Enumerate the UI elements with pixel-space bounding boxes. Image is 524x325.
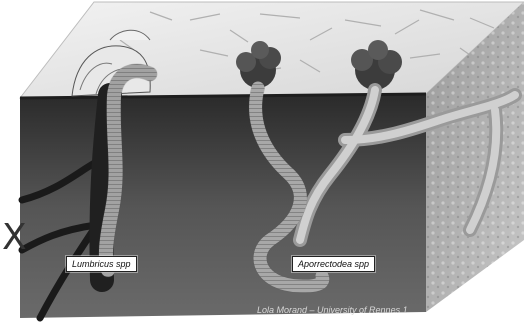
aporrectodea-label: Aporrectodea spp: [292, 256, 375, 272]
image-credit: Lola Morand – University of Rennes 1: [257, 305, 408, 315]
lumbricus-label: Lumbricus spp: [66, 256, 137, 272]
side-mark: X: [2, 220, 27, 256]
